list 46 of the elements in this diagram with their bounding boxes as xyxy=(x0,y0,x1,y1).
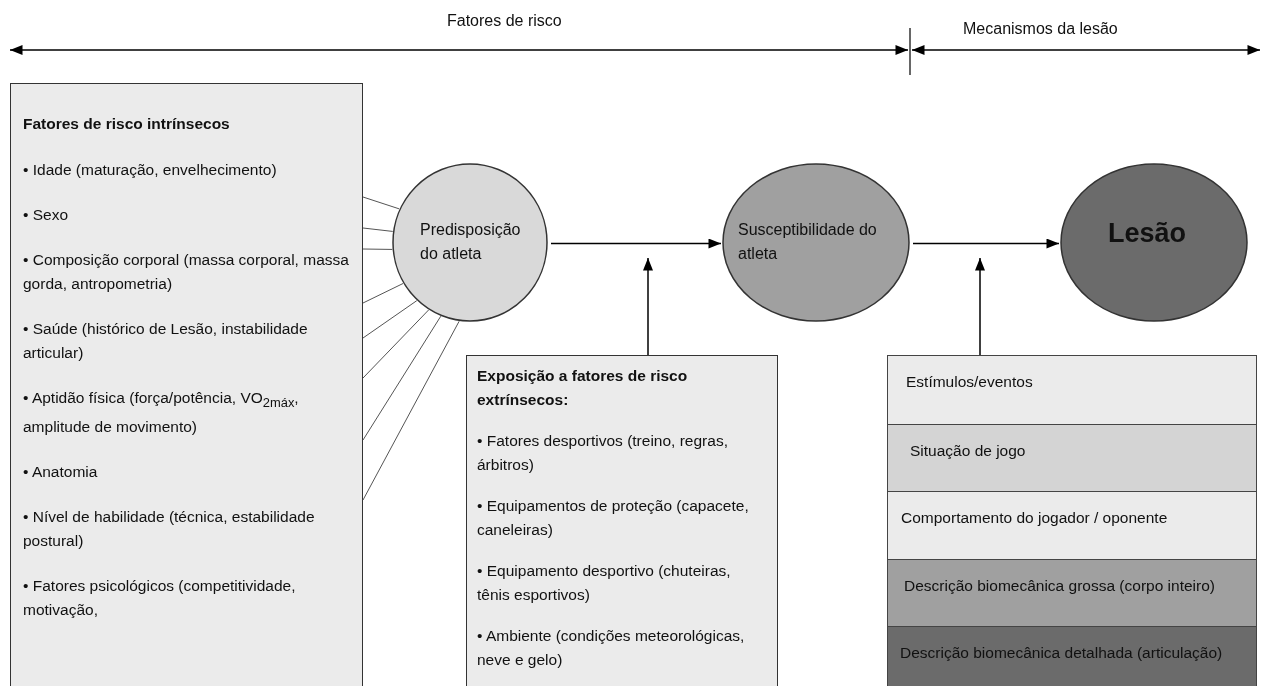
connector-line xyxy=(362,320,460,501)
bullet-item: • Fatores psicológicos (competitividade, motivação, xyxy=(23,576,297,621)
connector-line xyxy=(362,309,430,379)
connector-line xyxy=(362,300,418,339)
arrow xyxy=(643,257,653,356)
ellipse-node xyxy=(722,163,910,322)
section-label: Mecanismos da lesão xyxy=(963,20,1118,38)
ellipse-node xyxy=(392,163,548,322)
stage-label: Estímulos/eventos xyxy=(906,372,1033,392)
bullet-item: • Fatores desportivos (treino, regras, árbitros) xyxy=(477,431,729,475)
bullet-item: • Equipamento desportivo (chuteiras, tênis esportivos) xyxy=(477,561,732,605)
mechanism-stack-panel xyxy=(887,355,1257,686)
connector-line xyxy=(362,227,394,232)
bullet-item: • Sexo xyxy=(23,205,70,225)
factor-panel xyxy=(10,83,363,686)
arrow xyxy=(975,257,985,356)
panel-heading: Fatores de risco intrínsecos xyxy=(23,114,231,134)
stage-label: Situação de jogo xyxy=(910,441,1026,461)
connector-line xyxy=(362,315,442,441)
connector-line xyxy=(362,282,404,304)
bullet-item: • Idade (maturação, envelhecimento) xyxy=(23,160,278,180)
bullet-item: • Equipamentos de proteção (capacete, caneleiras) xyxy=(477,496,750,540)
bullet-item: • Anatomia xyxy=(23,462,99,483)
ellipse-node xyxy=(1060,163,1248,322)
connector-line xyxy=(362,248,393,250)
stage-label: Descrição biomecânica detalhada (articulação) xyxy=(900,643,1223,663)
bullet-item: • Aptidão física (força/potência, VO$_{2máx}$, amplitude de movimento) xyxy=(23,388,300,438)
stage-label: Descrição biomecânica grossa (corpo inteiro) xyxy=(904,576,1215,596)
bullet-item: • Ambiente (condições meteorológicas, neve e gelo) xyxy=(477,626,746,670)
stage-row xyxy=(888,424,1256,491)
stage-row xyxy=(888,559,1256,626)
circle-label: Susceptibilidade do atleta xyxy=(738,220,878,264)
arrow xyxy=(912,238,1060,249)
section-label: Fatores de risco xyxy=(447,12,562,30)
bullet-item: • Composição corporal (massa corporal, massa gorda, antropometria) xyxy=(23,250,350,294)
panel-heading: Exposição a fatores de risco extrínsecos: xyxy=(477,366,689,410)
bullet-item: • Nível de habilidade (técnica, estabilidade postural) xyxy=(23,507,316,552)
bullet-item: • Saúde (histórico de Lesão, instabilidade articular) xyxy=(23,319,309,363)
arrow xyxy=(550,238,722,249)
stage-row xyxy=(888,491,1256,559)
circle-label: Predisposição do atleta xyxy=(420,220,522,264)
connector-line xyxy=(362,196,400,210)
stage-row xyxy=(888,356,1256,424)
circle-label: Lesão xyxy=(1108,217,1188,250)
stage-label: Comportamento do jogador / oponente xyxy=(901,508,1168,528)
factor-panel xyxy=(466,355,778,686)
